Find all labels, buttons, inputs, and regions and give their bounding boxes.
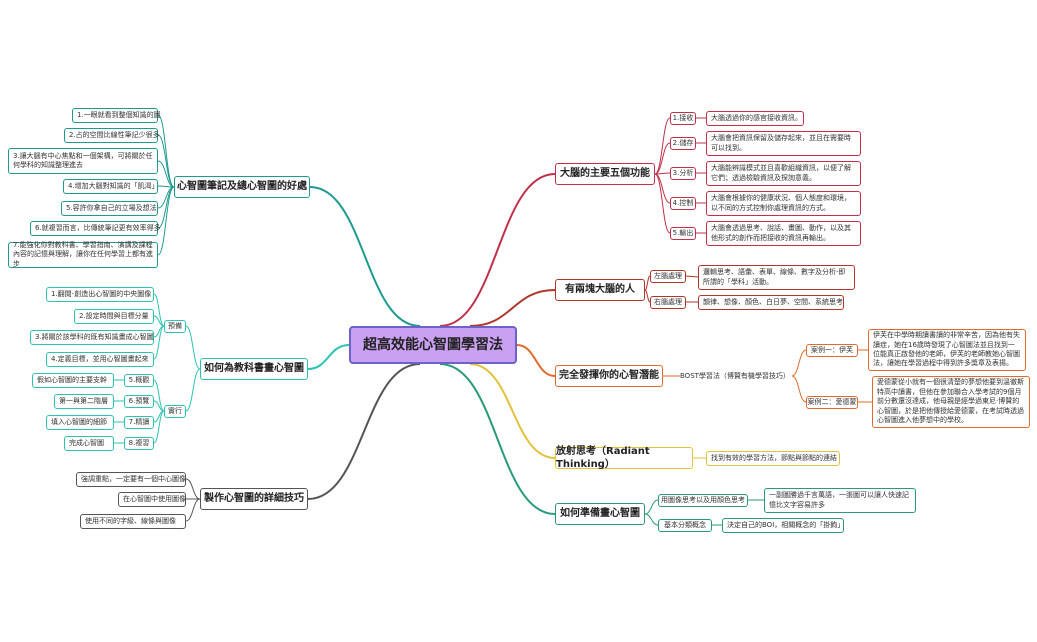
branch-radiant-thinking[interactable]: 放射思考（Radiant Thinking） <box>555 446 693 470</box>
case2-key[interactable]: 案例二：愛德蒙 <box>806 396 858 409</box>
do-item-value-4[interactable]: 完成心智圖 <box>64 436 114 451</box>
five-item-value-3[interactable]: 大腦能辨識模式並且喜歡組織資訊，以便了解它們；透過檢驗資訊及探詢意義。 <box>706 161 861 186</box>
connector <box>791 375 807 403</box>
connector <box>153 379 165 412</box>
connector <box>157 114 175 188</box>
connector <box>644 513 659 526</box>
connector <box>685 275 699 278</box>
connector <box>157 186 175 256</box>
five-item-key-3[interactable]: 3.分析 <box>670 167 696 180</box>
benefit-item-6[interactable]: 6.就複習而言，比傳統筆記更有效率得多 <box>30 221 161 236</box>
benefit-item-1[interactable]: 1.一眼就看到整個知識的圖 <box>72 108 161 123</box>
bost-method[interactable]: BOST學習法（博贊有機學習技巧） <box>680 372 790 380</box>
connector <box>644 275 651 291</box>
prepare-a-key[interactable]: 用圖像思考以及用顏色思考 <box>658 494 748 507</box>
textbook-prep-label[interactable]: 預備 <box>164 320 186 333</box>
connector <box>307 363 421 500</box>
connector <box>654 173 671 204</box>
connector <box>153 315 165 327</box>
benefit-item-7[interactable]: 7.能強化你對教科書、學習指南、演講及課程內容的記憶與理解，讓你在任何學習上都有… <box>8 241 158 268</box>
case1-key[interactable]: 案例一：伊芙 <box>806 344 858 357</box>
connector <box>654 117 671 175</box>
five-item-key-1[interactable]: 1.接收 <box>670 112 696 125</box>
branch-textbook-mindmap[interactable]: 如何為教科書畫心智圖 <box>200 358 308 380</box>
connector <box>185 368 201 412</box>
do-item-key-3[interactable]: 7.精讀 <box>124 416 154 429</box>
left-brain-key[interactable]: 左腦處理 <box>650 270 686 283</box>
five-item-key-4[interactable]: 4.控制 <box>670 197 696 210</box>
five-item-value-2[interactable]: 大腦會把資訊保留及儲存起來，並且在需要時可以找到。 <box>706 131 861 156</box>
textbook-do-label[interactable]: 實行 <box>164 405 186 418</box>
branch-brain-five-functions[interactable]: 大腦的主要五個功能 <box>555 163 655 185</box>
prep-item-4[interactable]: 4.定義目標，並用心智圖畫起來 <box>46 352 154 367</box>
do-item-key-2[interactable]: 6.預覽 <box>124 395 154 408</box>
right-brain-key[interactable]: 右腦處理 <box>650 296 686 309</box>
connector <box>516 344 556 377</box>
prepare-b-key[interactable]: 基本分類概念 <box>658 519 712 532</box>
branch-two-brains[interactable]: 有兩塊大腦的人 <box>555 279 645 301</box>
connector <box>185 498 201 522</box>
connector <box>185 478 201 500</box>
connector <box>654 173 671 234</box>
connector <box>185 325 201 370</box>
connector <box>153 293 165 327</box>
connector <box>439 173 556 327</box>
radiant-thinking-value[interactable]: 找到有效的學習方法，節點與節點的連結 <box>706 451 840 466</box>
benefit-item-5[interactable]: 5.容許你拿自己的立場及想法 <box>61 201 158 216</box>
do-item-key-4[interactable]: 8.複習 <box>124 437 154 450</box>
branch-detailed-tips[interactable]: 製作心智圖的詳細技巧 <box>200 488 308 510</box>
connector <box>307 344 350 370</box>
do-item-value-3[interactable]: 填入心智圖的細節 <box>46 415 114 430</box>
case2-value[interactable]: 愛德蒙從小就有一個很清楚的夢想他要到溫徹斯特高中讀書，但他在參加聯合入學考試的9… <box>872 376 1030 428</box>
five-item-key-2[interactable]: 2.儲存 <box>670 137 696 150</box>
connector <box>644 499 659 515</box>
five-item-key-5[interactable]: 5.輸出 <box>670 227 696 240</box>
prepare-a-value[interactable]: 一副圖勝過千言萬語，一張圖可以讓人快速記憶比文字容易許多 <box>764 488 916 513</box>
do-item-key-1[interactable]: 5.概觀 <box>124 374 154 387</box>
connector <box>469 363 556 459</box>
left-brain-value[interactable]: 邏輯思考、語彙、表單、線條、數字及分析-即所謂的「學科」活動。 <box>698 265 855 290</box>
connector <box>654 142 671 175</box>
connector <box>157 160 175 188</box>
five-item-value-4[interactable]: 大腦會根據你的健康狀況、個人態度和環境，以不同的方式控制你處理資訊的方式。 <box>706 191 861 216</box>
prepare-b-value[interactable]: 決定自己的BOI，相關概念的「掛鉤」 <box>722 518 844 533</box>
benefit-item-2[interactable]: 2.占的空間比線性筆記少很多 <box>64 128 160 143</box>
connector <box>644 289 651 303</box>
central-topic[interactable]: 超高效能心智圖學習法 <box>349 326 517 364</box>
right-brain-value[interactable]: 韻律、想像、顏色、白日夢、空間、系統思考 <box>698 295 844 310</box>
case1-value[interactable]: 伊芙在中學時期讀書讀的非常辛苦，因為他有失讀症，她在16歲時發現了心智圖法並且找… <box>868 329 1026 371</box>
five-item-value-1[interactable]: 大腦透過你的感官接收資訊。 <box>706 111 804 126</box>
branch-full-potential[interactable]: 完全發揮你的心智潛能 <box>555 365 663 387</box>
five-item-value-5[interactable]: 大腦會透過思考、說話、畫圖、動作，以及其他形式的創作而把接收的資訊再輸出。 <box>706 221 861 246</box>
benefit-item-3[interactable]: 3.讓大腦有中心焦點和一個架構，可將關於任何學科的知識整理進去 <box>8 148 158 174</box>
branch-mindmap-benefits[interactable]: 心智圖筆記及總心智圖的好處 <box>174 176 310 198</box>
branch-prepare-mindmap[interactable]: 如何準備畫心智圖 <box>555 503 645 525</box>
tip-item-2[interactable]: 在心智圖中使用圖像 <box>118 492 186 507</box>
connector <box>153 400 165 412</box>
prep-item-2[interactable]: 2.設定時間與目標分量 <box>74 309 154 324</box>
connector <box>157 134 175 188</box>
do-item-value-2[interactable]: 第一與第二階層 <box>54 394 114 409</box>
tip-item-1[interactable]: 強調重點，一定要有一個中心圖像 <box>76 472 186 487</box>
connector <box>309 186 421 327</box>
connector <box>439 363 556 515</box>
benefit-item-4[interactable]: 4.增加大腦對知識的「飢渴」 <box>63 179 159 194</box>
tip-item-3[interactable]: 使用不同的字級、線條與圖像 <box>80 514 186 529</box>
connector <box>153 410 165 444</box>
prep-item-3[interactable]: 3.將關於該學科的既有知識畫成心智圖 <box>30 330 154 345</box>
connector <box>791 349 807 377</box>
connector <box>153 325 165 360</box>
connector <box>469 289 556 327</box>
prep-item-1[interactable]: 1.翻閱-創造出心智圖的中央圖像 <box>46 287 154 302</box>
do-item-value-1[interactable]: 假如心智圖的主要支幹 <box>32 373 114 388</box>
